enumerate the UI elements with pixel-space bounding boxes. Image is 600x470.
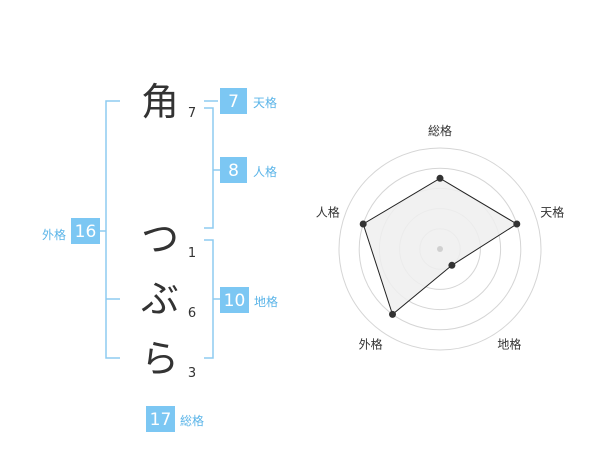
radar-axis-label-3: 地格: [497, 337, 521, 352]
stroke-count-4: 3: [188, 366, 196, 381]
soukaku-badge: 17 総格: [146, 406, 204, 432]
radar-axis-label-5: 人格: [316, 205, 340, 220]
chikaku-label: 地格: [254, 294, 278, 309]
name-char-3: ぶ: [141, 277, 179, 321]
radar-point-3: [448, 261, 456, 269]
radar-point-5: [359, 220, 367, 228]
soukaku-value: 17: [150, 410, 172, 430]
jinkaku-badge: 8 人格: [220, 157, 277, 183]
radar-axis-label-2: 天格: [540, 205, 564, 220]
name-char-2: つ: [141, 217, 179, 261]
jinkaku-box: [220, 157, 247, 183]
radar-point-2: [513, 220, 521, 228]
chikaku-value: 10: [224, 291, 246, 311]
name-char-1: 角: [141, 80, 179, 124]
radar-point-1: [436, 174, 444, 182]
gaikaku-label: 外格: [42, 227, 66, 242]
jinkaku-label: 人格: [253, 164, 277, 179]
radar-grid-ring: [338, 147, 542, 351]
chikaku-badge: 10 地格: [220, 287, 278, 313]
jinkaku-bracket: [204, 107, 214, 229]
tenkaku-badge: 7 天格: [220, 88, 277, 114]
name-char-4: ら: [141, 337, 179, 381]
radar-center-dot: [437, 246, 443, 252]
radar-points: [359, 174, 521, 318]
chikaku-box: [220, 287, 249, 313]
soukaku-label: 総格: [180, 413, 204, 428]
stroke-count-3: 6: [188, 306, 196, 321]
stroke-count-1: 7: [188, 106, 196, 121]
gaikaku-box: [71, 218, 100, 244]
radar-point-4: [389, 310, 396, 318]
soukaku-box: [146, 406, 175, 432]
radar-grid-ring: [358, 167, 522, 331]
gaikaku-badge: 外格 16: [42, 218, 100, 244]
tenkaku-label: 天格: [253, 95, 277, 110]
radar-axis-label-4: 外格: [359, 337, 383, 352]
gaikaku-bracket: [105, 100, 120, 359]
gaikaku-value: 16: [75, 222, 97, 242]
jinkaku-value: 8: [228, 161, 239, 181]
tenkaku-box: [220, 88, 247, 114]
tenkaku-value: 7: [228, 92, 239, 112]
stroke-count-2: 1: [188, 246, 196, 261]
chikaku-bracket: [204, 239, 214, 359]
radar-axis-label-1: 総格: [428, 123, 452, 138]
